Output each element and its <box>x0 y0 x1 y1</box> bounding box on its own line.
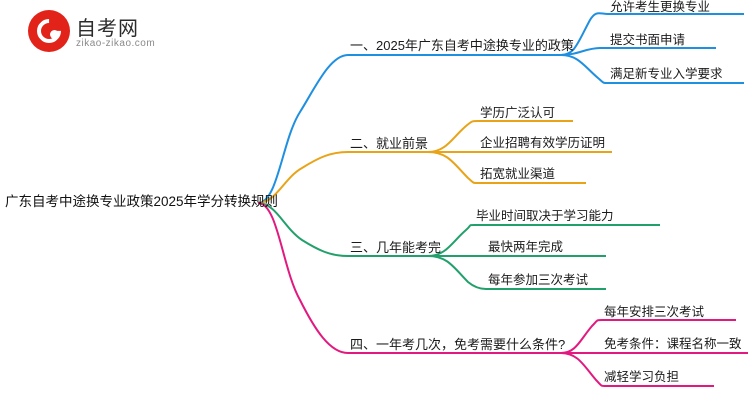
leaf-label-2-3: 拓宽就业渠道 <box>480 167 556 181</box>
leaf-label-3-2: 最快两年完成 <box>488 240 564 254</box>
logo-circle-icon <box>28 10 70 52</box>
leaf-label-2-2: 企业招聘有效学历证明 <box>480 136 606 150</box>
branch-label-2: 二、就业前景 <box>350 136 429 151</box>
leaf-label-1-1: 允许考生更换专业 <box>610 0 711 14</box>
leaf-label-4-1: 每年安排三次考试 <box>604 305 705 319</box>
leaf-label-3-3: 每年参加三次考试 <box>488 273 589 287</box>
leaf-label-4-3: 减轻学习负担 <box>604 370 680 384</box>
leaf-label-2-1: 学历广泛认可 <box>480 106 556 120</box>
leaf-label-4-2: 免考条件：课程名称一致 <box>604 337 742 351</box>
leaf-label-1-3: 满足新专业入学要求 <box>610 67 723 81</box>
leaf-label-1-2: 提交书面申请 <box>610 33 686 47</box>
logo-brand-name: 自考网 <box>76 18 139 40</box>
site-logo: 自考网 zikao-zikao.com <box>28 8 193 56</box>
branch-label-1: 一、2025年广东自考中途换专业的政策 <box>350 38 574 53</box>
branch-label-3: 三、几年能考完 <box>350 240 442 255</box>
logo-domain-text: zikao-zikao.com <box>76 38 156 49</box>
leaf-label-3-1: 毕业时间取决于学习能力 <box>476 209 614 223</box>
branch-label-4: 四、一年考几次，免考需要什么条件? <box>350 337 566 352</box>
mindmap-root-label: 广东自考中途换专业政策2025年学分转换规则 <box>5 194 279 209</box>
